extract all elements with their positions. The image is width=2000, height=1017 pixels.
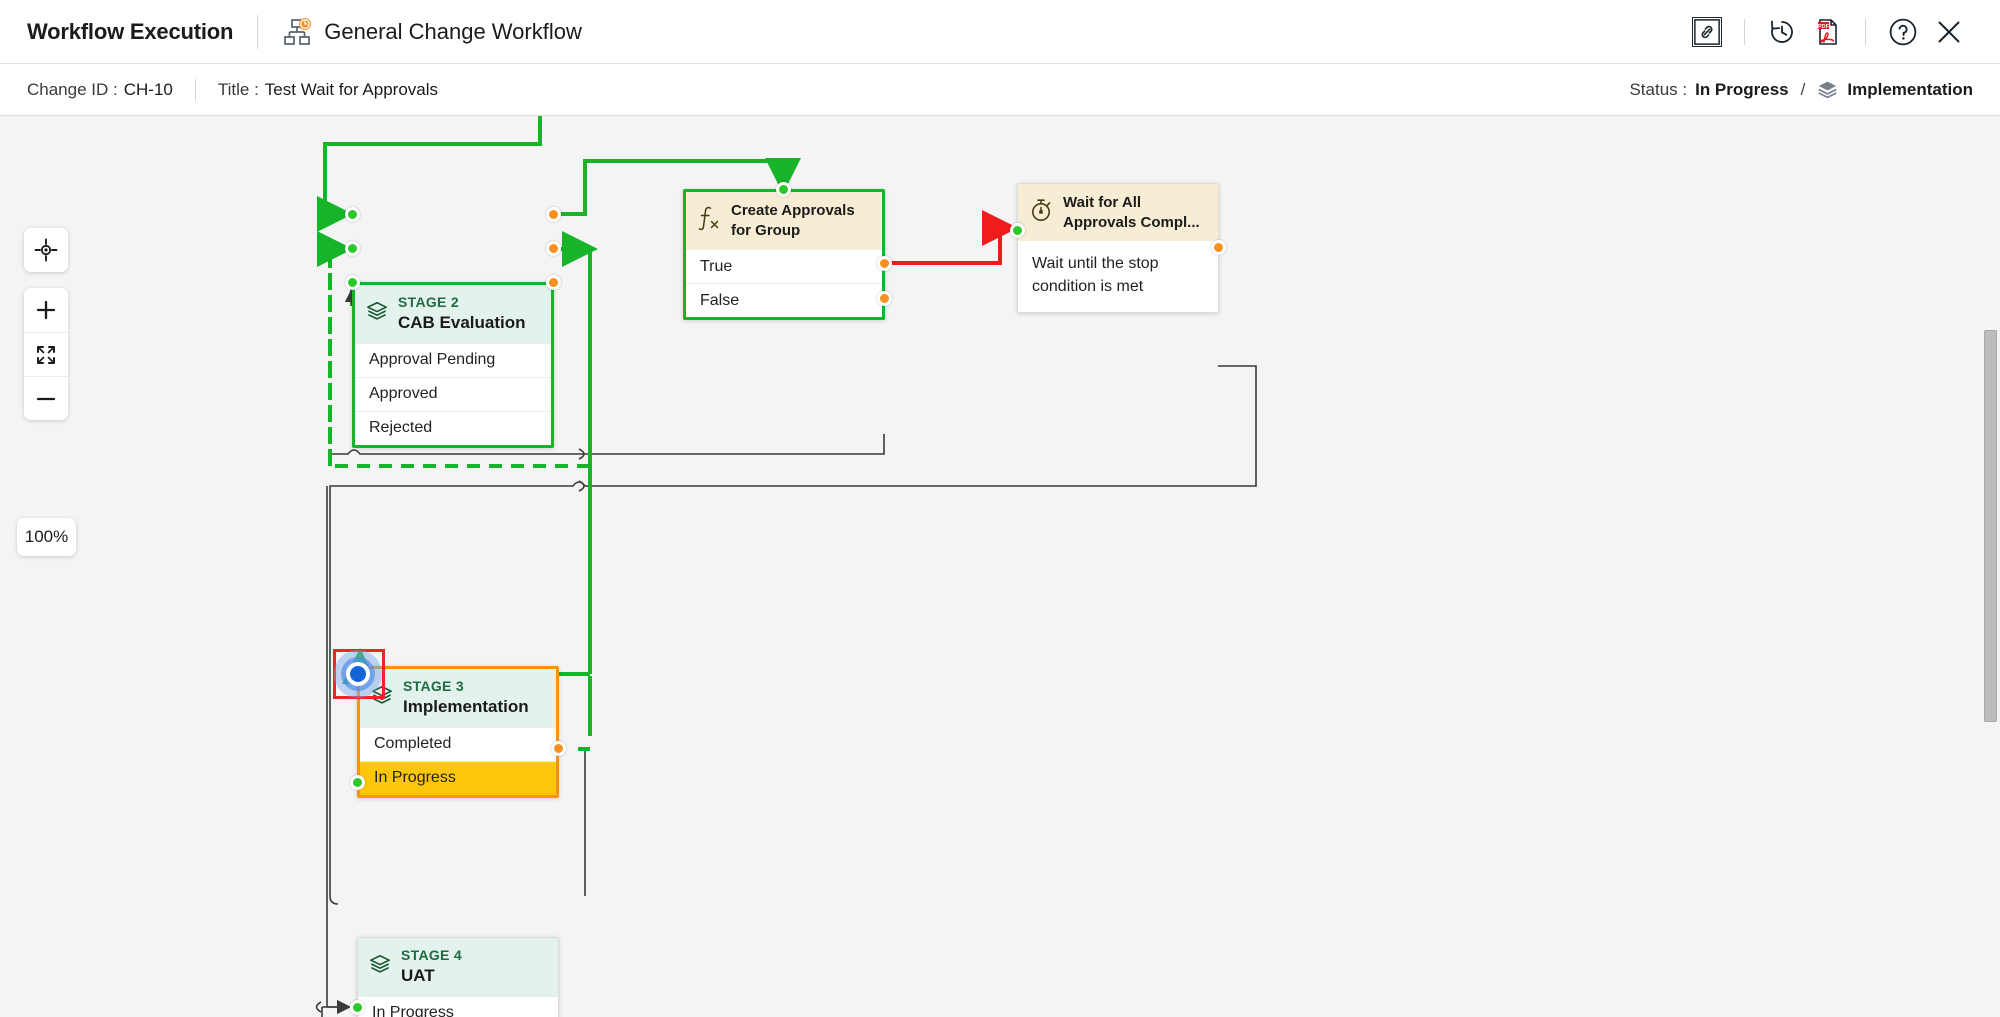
port-out-wait-approvals[interactable] bbox=[1211, 240, 1226, 255]
current-stage-value: Implementation bbox=[1847, 79, 1973, 99]
node-row-approved[interactable]: Approved bbox=[355, 376, 551, 411]
node-title-group: STAGE 3 Implementation bbox=[403, 678, 529, 718]
workflow-edges bbox=[315, 116, 1257, 1017]
node-title-group: Wait for All Approvals Compl... bbox=[1063, 193, 1200, 232]
zoom-in-button[interactable] bbox=[24, 288, 68, 332]
help-icon[interactable] bbox=[1880, 9, 1926, 55]
node-title-group: STAGE 2 CAB Evaluation bbox=[398, 294, 526, 334]
port-out-false[interactable] bbox=[877, 291, 892, 306]
function-title-line-1: Create Approvals bbox=[731, 202, 855, 219]
row-label: False bbox=[700, 291, 740, 309]
node-header: STAGE 4 UAT bbox=[358, 938, 558, 996]
port-out-true[interactable] bbox=[877, 256, 892, 271]
node-stage-4[interactable]: STAGE 4 UAT In Progress Accepted Rejecte… bbox=[357, 937, 559, 1017]
node-header: Wait for All Approvals Compl... bbox=[1018, 184, 1218, 241]
node-row-in-progress[interactable]: In Progress bbox=[360, 760, 556, 795]
node-title-group: STAGE 4 UAT bbox=[401, 947, 462, 987]
node-create-approvals-for-group[interactable]: Create Approvals for Group True False bbox=[683, 189, 885, 320]
node-row-approval-pending[interactable]: Approval Pending bbox=[355, 342, 551, 377]
row-label: Completed bbox=[374, 735, 452, 753]
title-label: Title : bbox=[217, 79, 259, 99]
recenter-button[interactable] bbox=[24, 228, 68, 272]
workflow-hierarchy-clock-icon bbox=[282, 17, 312, 47]
port-in-approved[interactable] bbox=[345, 241, 360, 256]
port-in-in-progress[interactable] bbox=[350, 775, 365, 790]
port-in-create-approvals[interactable] bbox=[776, 182, 791, 197]
node-header: Create Approvals for Group bbox=[686, 192, 882, 249]
node-row-completed[interactable]: Completed bbox=[360, 726, 556, 761]
stage-kicker: STAGE 2 bbox=[398, 294, 459, 310]
zoom-out-button[interactable] bbox=[24, 376, 68, 420]
node-row-uat-in-progress[interactable]: In Progress bbox=[358, 995, 558, 1017]
stage-name: Implementation bbox=[403, 696, 529, 716]
layers-icon bbox=[369, 953, 391, 980]
status-label: Status : bbox=[1629, 79, 1688, 99]
row-label: In Progress bbox=[374, 769, 456, 787]
subbar-divider bbox=[194, 78, 196, 101]
port-in-approval-pending[interactable] bbox=[345, 207, 360, 222]
port-in-rejected[interactable] bbox=[345, 275, 360, 290]
row-label: Approval Pending bbox=[369, 351, 496, 369]
link-icon[interactable] bbox=[1684, 9, 1730, 55]
stage-name: CAB Evaluation bbox=[398, 312, 526, 332]
row-label: True bbox=[700, 257, 733, 275]
header-actions: PDF bbox=[1684, 0, 2000, 63]
port-out-completed[interactable] bbox=[551, 741, 566, 756]
header-divider bbox=[257, 14, 259, 49]
node-header: STAGE 2 CAB Evaluation bbox=[355, 285, 551, 343]
title-value: Test Wait for Approvals bbox=[264, 79, 439, 99]
page-title: Workflow Execution bbox=[27, 18, 234, 44]
svg-text:PDF: PDF bbox=[1818, 23, 1830, 29]
port-in-uat-in-progress[interactable] bbox=[350, 1000, 365, 1015]
status-group: Status : In Progress / Implementation bbox=[1629, 79, 1973, 100]
status-separator: / bbox=[1800, 79, 1806, 99]
node-title-group: Create Approvals for Group bbox=[731, 201, 855, 240]
layers-icon bbox=[1817, 79, 1838, 100]
vertical-scrollbar[interactable] bbox=[1984, 330, 1997, 722]
change-id-value: CH-10 bbox=[123, 79, 173, 99]
header-left-group: Workflow Execution General Change Workfl… bbox=[0, 0, 582, 63]
node-row-false[interactable]: False bbox=[686, 283, 882, 317]
function-title-line-2: for Group bbox=[731, 221, 801, 239]
current-step-marker[interactable] bbox=[331, 647, 385, 701]
wait-title-line-2: Approvals Compl... bbox=[1063, 213, 1200, 231]
node-header: STAGE 3 Implementation bbox=[360, 669, 556, 727]
fit-to-screen-button[interactable] bbox=[24, 332, 68, 376]
action-divider-2 bbox=[1865, 18, 1866, 45]
function-fx-icon bbox=[697, 205, 721, 236]
port-in-wait-approvals[interactable] bbox=[1010, 223, 1025, 238]
history-icon[interactable] bbox=[1759, 9, 1805, 55]
port-out-approved[interactable] bbox=[546, 241, 561, 256]
row-label: Rejected bbox=[369, 419, 433, 437]
context-info-bar: Change ID : CH-10 Title : Test Wait for … bbox=[0, 64, 2000, 116]
node-stage-3[interactable]: STAGE 3 Implementation Completed In Prog… bbox=[357, 666, 559, 798]
zoom-level-indicator[interactable]: 100% bbox=[17, 518, 76, 556]
workflow-name: General Change Workflow bbox=[324, 18, 582, 44]
pdf-icon[interactable]: PDF bbox=[1805, 9, 1851, 55]
port-out-rejected[interactable] bbox=[546, 275, 561, 290]
close-icon[interactable] bbox=[1926, 9, 1972, 55]
node-row-true[interactable]: True bbox=[686, 249, 882, 283]
top-header-bar: Workflow Execution General Change Workfl… bbox=[0, 0, 2000, 64]
recenter-control-group bbox=[24, 228, 68, 272]
layers-icon bbox=[366, 300, 388, 327]
wait-title-line-1: Wait for All bbox=[1063, 194, 1142, 211]
port-out-approval-pending[interactable] bbox=[546, 207, 561, 222]
node-row-rejected[interactable]: Rejected bbox=[355, 410, 551, 445]
timer-icon bbox=[1029, 197, 1053, 228]
row-label: Approved bbox=[369, 385, 438, 403]
wait-body-text: Wait until the stop condition is met bbox=[1018, 241, 1218, 313]
node-wait-for-all-approvals[interactable]: Wait for All Approvals Compl... Wait unt… bbox=[1017, 183, 1219, 314]
change-id-label: Change ID : bbox=[27, 79, 118, 99]
stage-kicker: STAGE 4 bbox=[401, 947, 462, 963]
stage-name: UAT bbox=[401, 965, 435, 985]
stage-kicker: STAGE 3 bbox=[403, 678, 464, 694]
action-divider-1 bbox=[1744, 18, 1745, 45]
zoom-control-group bbox=[24, 288, 68, 420]
row-label: In Progress bbox=[372, 1004, 454, 1017]
status-badge: In Progress bbox=[1695, 79, 1789, 99]
node-stage-2[interactable]: STAGE 2 CAB Evaluation Approval Pending … bbox=[352, 282, 554, 448]
workflow-canvas[interactable]: 100% STAGE 2 CAB Evaluation Approval Pen… bbox=[0, 116, 2000, 1017]
